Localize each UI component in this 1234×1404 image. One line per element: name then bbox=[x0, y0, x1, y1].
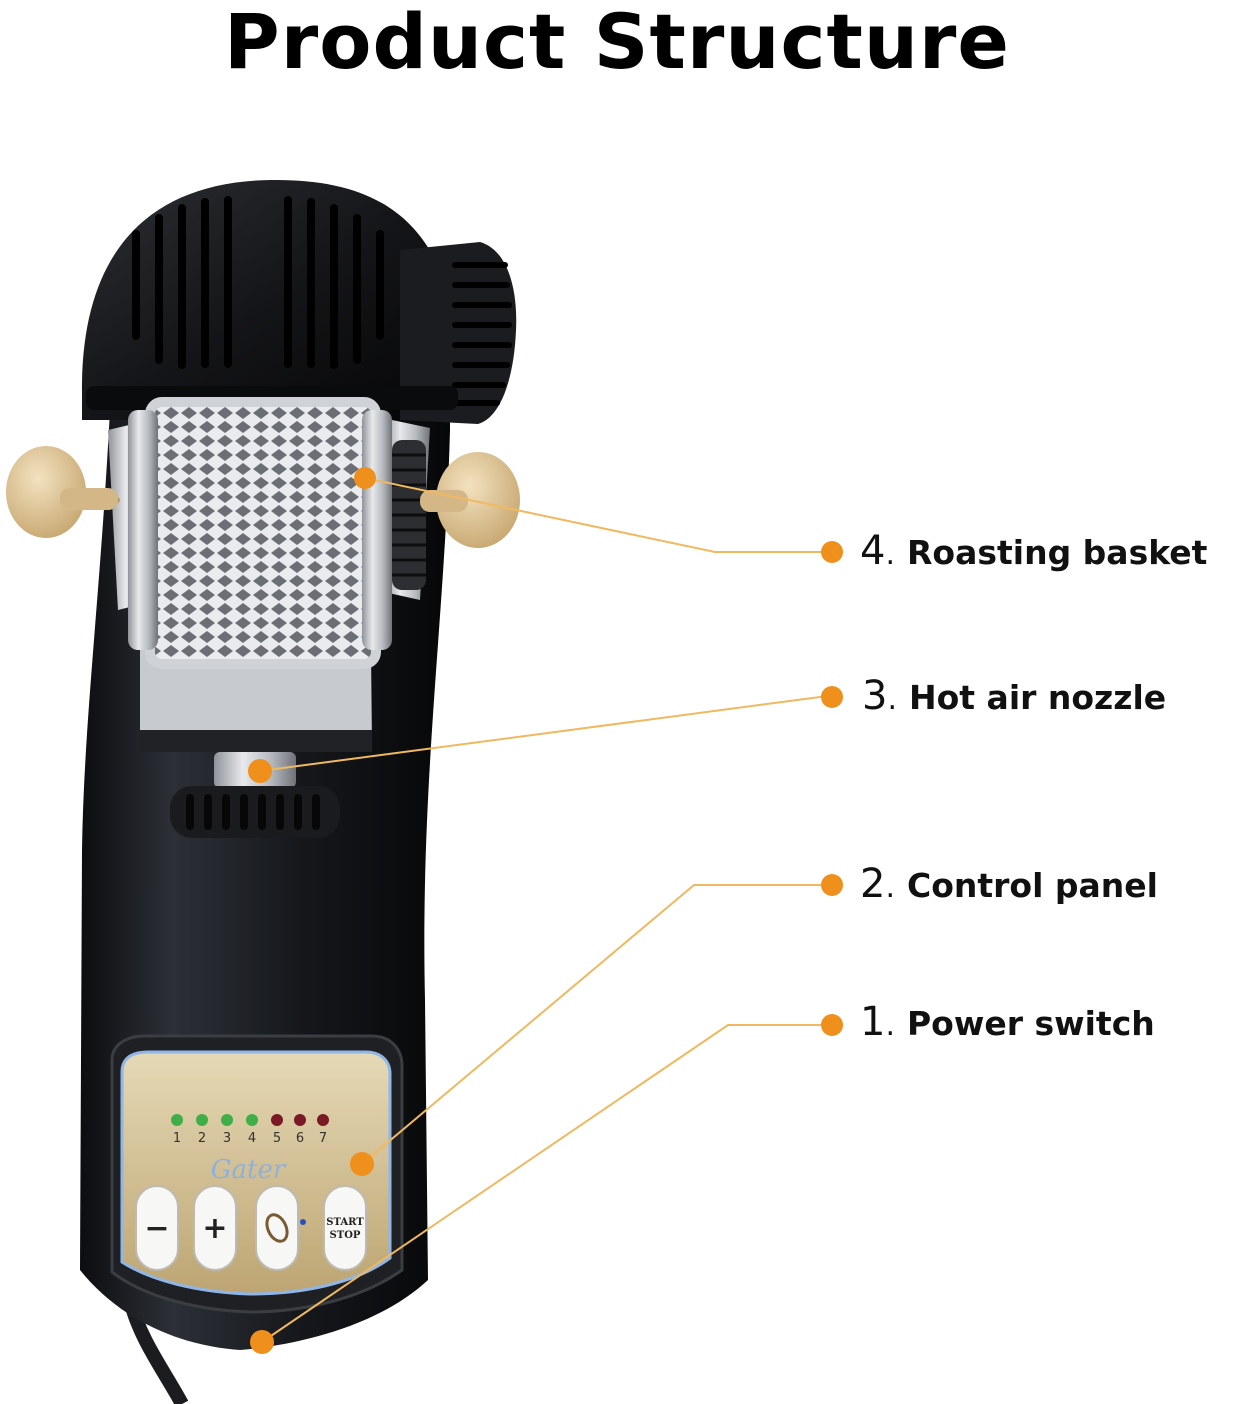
led-number: 1 bbox=[173, 1131, 181, 1146]
led-indicator bbox=[171, 1114, 183, 1126]
callout-label: Power switch bbox=[907, 1004, 1155, 1043]
brand-logo: Gater bbox=[211, 1155, 287, 1185]
coffee-bean-icon bbox=[265, 1213, 289, 1243]
led-indicator bbox=[196, 1114, 208, 1126]
leader-line-roasting-basket bbox=[364, 477, 830, 553]
callout-number: 1 bbox=[860, 999, 886, 1045]
start-stop-button[interactable]: START STOP bbox=[323, 1185, 367, 1271]
anchor-dot-hot-air-nozzle bbox=[248, 759, 272, 783]
leader-line-power-switch bbox=[261, 1024, 832, 1343]
page-title: Product Structure bbox=[224, 0, 1010, 86]
led-indicator bbox=[294, 1114, 306, 1126]
led-indicator bbox=[221, 1114, 233, 1126]
led-number: 4 bbox=[248, 1131, 256, 1146]
plus-button[interactable]: + bbox=[193, 1185, 237, 1271]
led-indicator bbox=[271, 1114, 283, 1126]
callout-label: Control panel bbox=[907, 866, 1158, 905]
led-number: 3 bbox=[223, 1131, 231, 1146]
svg-text:START: START bbox=[326, 1217, 364, 1228]
callout-label: Roasting basket bbox=[907, 533, 1208, 572]
indicator-led bbox=[300, 1219, 306, 1225]
minus-button[interactable]: − bbox=[135, 1185, 179, 1271]
callout-number: 4 bbox=[860, 528, 886, 574]
callout-dot bbox=[821, 686, 843, 708]
led-number: 7 bbox=[319, 1131, 327, 1146]
callout-roasting-basket: 4 . Roasting basket bbox=[860, 528, 1208, 574]
callout-number: 2 bbox=[860, 861, 886, 907]
anchor-dot-control-panel bbox=[350, 1152, 374, 1176]
callout-dot bbox=[821, 874, 843, 896]
bean-button[interactable] bbox=[255, 1185, 299, 1271]
leader-line-control-panel bbox=[361, 884, 830, 1165]
svg-text:STOP: STOP bbox=[330, 1230, 361, 1241]
callout-control-panel: 2 . Control panel bbox=[860, 861, 1158, 907]
svg-text:−: − bbox=[144, 1211, 169, 1246]
anchor-dot-power-switch bbox=[250, 1330, 274, 1354]
led-indicator bbox=[246, 1114, 258, 1126]
led-indicator bbox=[317, 1114, 329, 1126]
led-number: 2 bbox=[198, 1131, 206, 1146]
callout-label: Hot air nozzle bbox=[909, 678, 1167, 717]
callout-number: 3 bbox=[862, 673, 888, 719]
anchor-dot-roasting-basket bbox=[354, 467, 376, 489]
callout-dot bbox=[821, 541, 843, 563]
callout-power-switch: 1 . Power switch bbox=[860, 999, 1155, 1045]
callout-hot-air-nozzle: 3 . Hot air nozzle bbox=[862, 673, 1167, 719]
led-number: 6 bbox=[296, 1131, 304, 1146]
callout-dot bbox=[821, 1014, 843, 1036]
svg-text:+: + bbox=[202, 1211, 227, 1246]
led-number: 5 bbox=[273, 1131, 281, 1146]
